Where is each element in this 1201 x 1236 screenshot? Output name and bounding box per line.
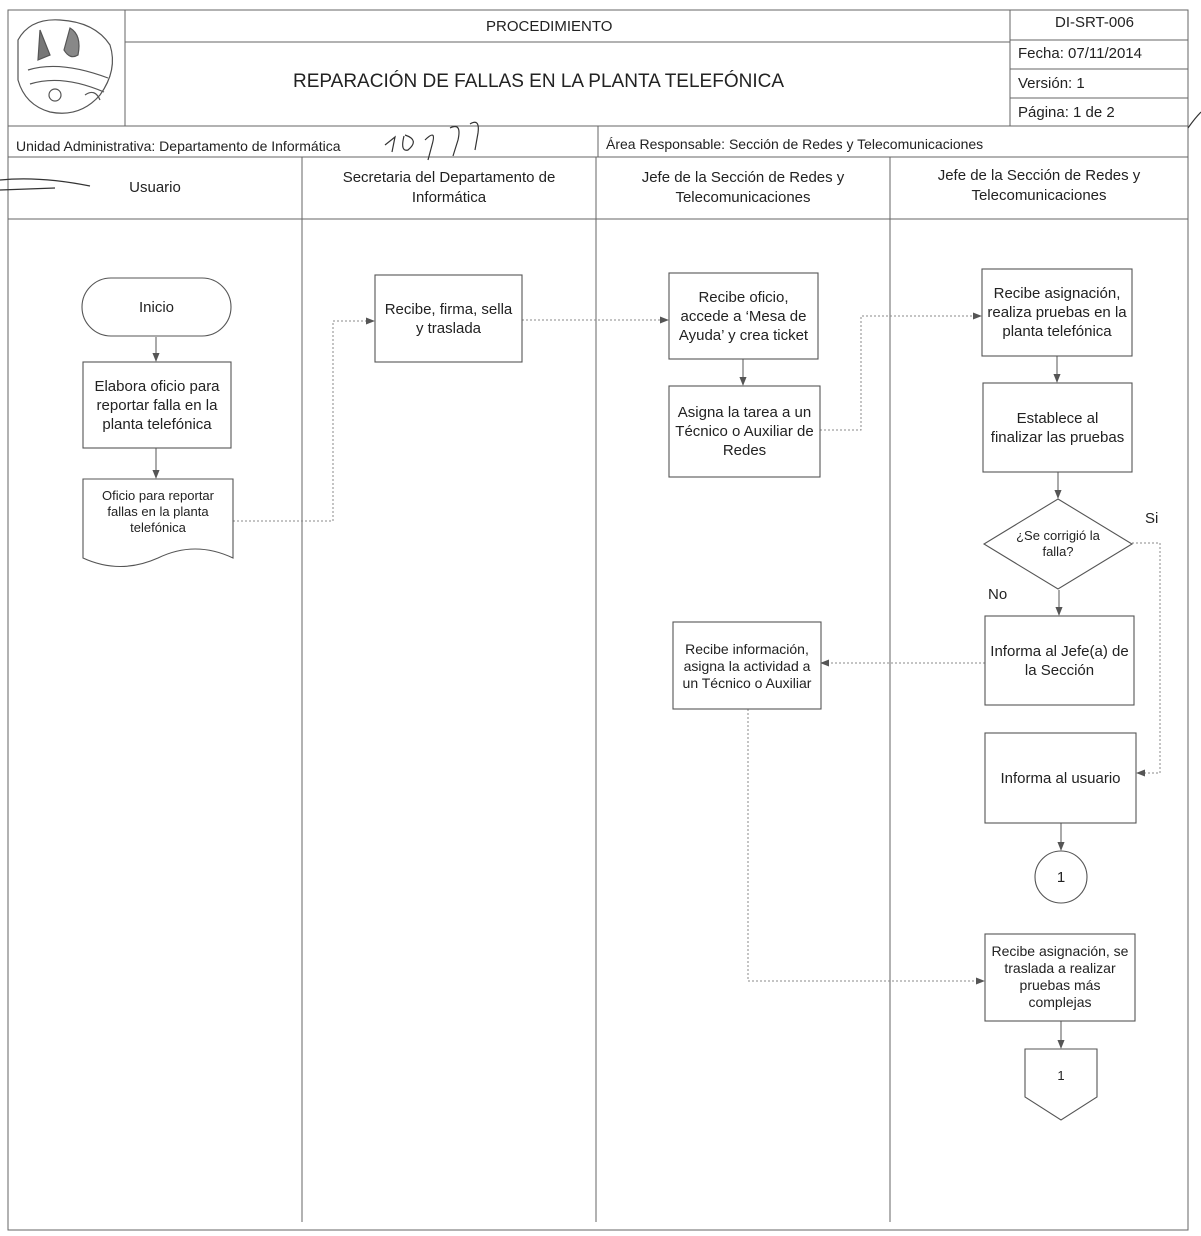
lane-header-jefe-1: Jefe de la Sección de Redes y Telecomuni… bbox=[641, 169, 845, 206]
lane-header-jefe-2: Jefe de la Sección de Redes y Telecomuni… bbox=[937, 167, 1141, 204]
node-establece bbox=[982, 382, 1133, 473]
node-oficio-doc bbox=[82, 478, 234, 567]
node-inicio bbox=[81, 277, 232, 337]
node-elabora bbox=[82, 361, 232, 449]
node-recibe-info bbox=[672, 621, 822, 710]
lane-header-usuario: Usuario bbox=[129, 179, 181, 196]
oficio-doc-label: Oficio para reportar fallas en la planta… bbox=[102, 488, 214, 535]
recibe-firma-label: Recibe, firma, sella y traslada bbox=[384, 300, 513, 337]
document-version: Versión: 1 bbox=[1018, 75, 1085, 92]
inicio-label: Inicio bbox=[138, 298, 175, 316]
document-page: Página: 1 de 2 bbox=[1018, 104, 1115, 121]
node-recibe-asignacion2 bbox=[984, 933, 1136, 1022]
document-code: DI-SRT-006 bbox=[1055, 14, 1134, 31]
node-recibe-firma bbox=[374, 274, 523, 363]
flow-connectors bbox=[152, 312, 1161, 1049]
node-informa-usuario bbox=[984, 732, 1137, 824]
node-informa-jefe bbox=[984, 615, 1135, 706]
recibe-asignacion-label: Recibe asignación, realiza pruebas en la… bbox=[987, 285, 1127, 340]
document-date: Fecha: 07/11/2014 bbox=[1018, 45, 1142, 62]
procedure-label: PROCEDIMIENTO bbox=[486, 18, 613, 35]
institution-logo-icon bbox=[17, 19, 113, 114]
node-recibe-oficio bbox=[668, 272, 819, 360]
document-title: REPARACIÓN DE FALLAS EN LA PLANTA TELEFÓ… bbox=[293, 71, 784, 92]
asigna-tarea-label: Asigna la tarea a un Técnico o Auxiliar … bbox=[675, 404, 814, 459]
recibe-info-label: Recibe información, asigna la actividad … bbox=[682, 640, 812, 691]
node-asigna-tarea bbox=[668, 385, 821, 478]
establece-label: Establece al finalizar las pruebas bbox=[990, 409, 1125, 446]
decision-label: ¿Se corrigió la falla? bbox=[1016, 528, 1100, 559]
administrative-unit: Unidad Administrativa: Departamento de I… bbox=[16, 138, 341, 154]
node-offpage-connector bbox=[1024, 1048, 1098, 1121]
informa-jefe-label: Informa al Jefe(a) de la Sección bbox=[990, 642, 1129, 679]
node-decision bbox=[982, 498, 1134, 590]
handwritten-marks bbox=[0, 111, 1201, 191]
connector-circle-label: 1 bbox=[1056, 868, 1066, 886]
lane-header-secretaria: Secretaria del Departamento de Informáti… bbox=[342, 169, 556, 206]
elabora-label: Elabora oficio para reportar falla en la… bbox=[94, 377, 220, 433]
no-label: No bbox=[988, 586, 1008, 603]
recibe-asignacion2-label: Recibe asignación, se traslada a realiza… bbox=[991, 943, 1129, 1010]
node-recibe-asignacion bbox=[981, 268, 1133, 357]
header-frame bbox=[7, 9, 1189, 1231]
flow-shapes bbox=[81, 268, 1137, 1121]
recibe-oficio-label: Recibe oficio, accede a ‘Mesa de Ayuda’ … bbox=[678, 288, 809, 344]
yes-label: Si bbox=[1145, 510, 1159, 527]
responsible-area: Área Responsable: Sección de Redes y Tel… bbox=[606, 136, 984, 152]
informa-usuario-label: Informa al usuario bbox=[1000, 769, 1121, 787]
offpage-connector-label: 1 bbox=[1057, 1068, 1065, 1083]
node-connector-circle bbox=[1034, 850, 1088, 904]
